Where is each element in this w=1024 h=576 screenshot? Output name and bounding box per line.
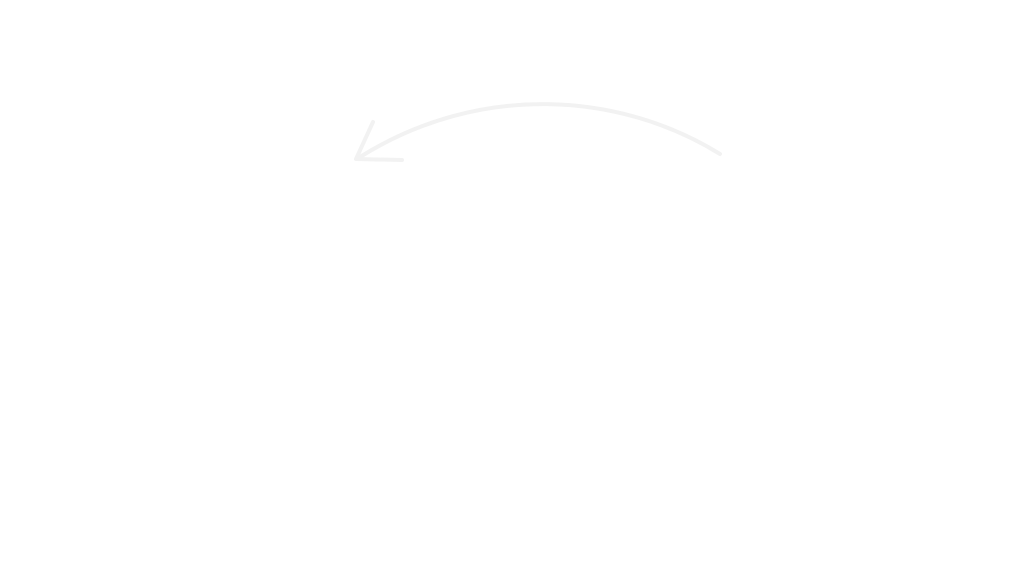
arrow-curve xyxy=(358,102,722,159)
arrow-head xyxy=(354,120,404,162)
